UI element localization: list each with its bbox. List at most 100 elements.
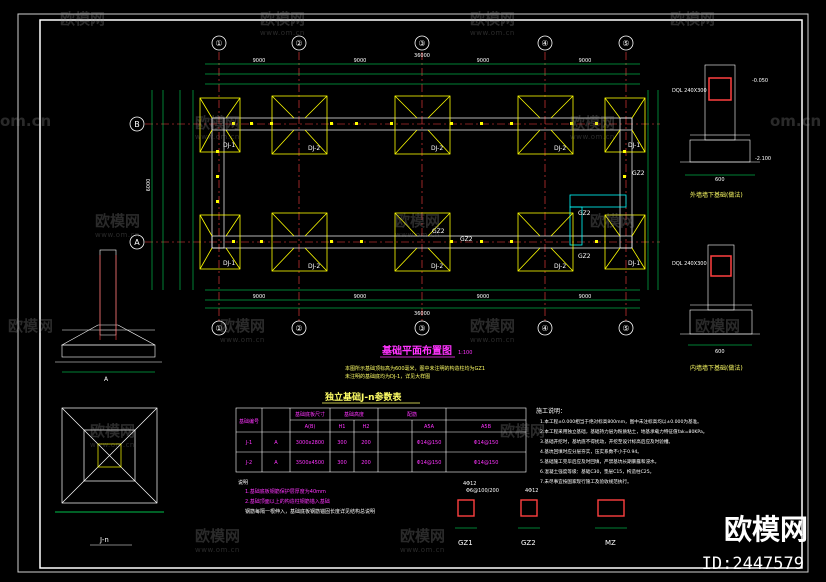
footing-label: DJ-2 [431, 145, 443, 152]
axis-label-1-bottom: ① [215, 324, 222, 333]
mz-label: MZ [605, 539, 616, 547]
width-2: 600 [715, 349, 725, 355]
inner-border [39, 19, 803, 569]
footing-section-detail [55, 249, 162, 373]
footing-label: DJ-1 [223, 142, 235, 149]
gz2-label: GZ2 [521, 539, 536, 547]
top-dim-total: 36000 [414, 53, 430, 59]
table-row-a: Φ14@150 [417, 460, 442, 466]
axis-label-2-bottom: ② [295, 324, 302, 333]
wall-detail-interior [680, 244, 760, 346]
top-dim-1: 9000 [253, 58, 266, 64]
image-id: ID:2447579 [701, 554, 804, 574]
th-id: 基础编号 [239, 418, 259, 425]
note-line: 7.未尽事宜按国家现行施工及验收规范执行。 [540, 478, 632, 485]
axis-label-1: ① [215, 39, 222, 48]
table-row-size: 3000x2800 [296, 440, 324, 446]
th-rebar: 配筋 [407, 411, 417, 418]
axis-label-3-bottom: ③ [418, 324, 425, 333]
table-row-a: Φ14@150 [417, 440, 442, 446]
width-1: 600 [715, 177, 725, 183]
footing-plan-jn [55, 407, 164, 513]
th-a5a: A5A [424, 424, 435, 430]
th-sub-h2: H2 [363, 424, 370, 430]
footing-label: DJ-2 [554, 145, 566, 152]
table-note-head: 说明 [238, 479, 248, 486]
beam-label-2: DQL 240X300 [672, 261, 707, 267]
bottom-dim-4: 9000 [579, 294, 592, 300]
table-row-h1: 300 [337, 460, 347, 466]
gz1-bars: 4Φ12 [463, 481, 476, 487]
plan-scale: 1:100 [458, 350, 472, 356]
table-note-3: 钢筋每隔一根伸入，基础底板钢筋锚固长度详见结构总说明 [245, 508, 375, 515]
table-row-h2: 200 [361, 460, 371, 466]
column-tag: GZ2 [432, 228, 445, 235]
table-row-b: Φ14@150 [474, 440, 499, 446]
note-line: 2.本工程采用独立基础，基础持力层为粉质粘土，地基承载力特征值fak=80KPa… [540, 428, 707, 435]
axis-label-4-bottom: ④ [541, 324, 548, 333]
table-row-h1: 300 [337, 440, 347, 446]
table-row-type: A [274, 460, 278, 466]
bottom-dim-total: 36000 [414, 311, 430, 317]
footing-label: DJ-2 [308, 263, 320, 270]
top-dim-2: 9000 [354, 58, 367, 64]
column-tag: GZ2 [578, 253, 591, 260]
axis-label-4: ④ [541, 39, 548, 48]
table-row-type: A [274, 440, 278, 446]
note-line: 1.本工程±0.000相当于绝对标高800mm，图中未注标高均以±0.000为基… [540, 418, 702, 425]
gz2-bars: 4Φ12 [525, 488, 538, 494]
table-note-1: 1.基础底板钢筋保护层厚度为40mm [245, 488, 326, 495]
table-row-size: 3500x4500 [296, 460, 324, 466]
side-dim-total: 6000 [146, 179, 152, 192]
parameter-table: 独立基础J-n参数表 基础编号 基础底板尺寸 基础高度 配筋 A5A A5B A… [235, 391, 527, 515]
axis-label-3: ③ [418, 39, 425, 48]
plan-note-2: 未注明的基础底均为DJ-1，详见大样图 [345, 373, 430, 380]
section-a-label: A [104, 376, 109, 383]
bottom-dim-3: 9000 [477, 294, 490, 300]
table-row-id: J-1 [245, 440, 252, 446]
note-line: 3.基础开挖时，基坑底不得扰动，开挖至设计标高后应及时验槽。 [540, 438, 673, 445]
elev-bottom: -2.100 [755, 156, 771, 162]
th-size: 基础底板尺寸 [295, 411, 325, 418]
axis-label-a: A [134, 238, 140, 247]
footing-label: DJ-1 [223, 260, 235, 267]
axis-label-2: ② [295, 39, 302, 48]
footing-label: DJ-1 [628, 260, 640, 267]
footing-label: DJ-2 [308, 145, 320, 152]
column-tag: GZ2 [460, 236, 473, 243]
wall-detail-1-title: 外墙墙下基础(做法) [690, 191, 743, 199]
footing-label: DJ-1 [628, 142, 640, 149]
table-row-h2: 200 [361, 440, 371, 446]
note-line: 6.混凝土强度等级：基础C30，垫层C15，构造柱C25。 [540, 468, 654, 475]
gz1-label: GZ1 [458, 539, 473, 547]
footings [199, 95, 646, 272]
axis-label-b: B [134, 120, 140, 129]
axis-label-5-bottom: ⑤ [622, 324, 629, 333]
column-tag: GZ2 [578, 210, 591, 217]
wall-detail-2-title: 内墙墙下基础(做法) [690, 364, 743, 372]
general-notes: 施工说明： 1.本工程±0.000相当于绝对标高800mm，图中未注标高均以±0… [536, 407, 707, 485]
wall-detail-exterior [680, 64, 760, 176]
column-tag: GZ2 [632, 170, 645, 177]
bottom-dim-2: 9000 [354, 294, 367, 300]
th-sub-h1: H1 [339, 424, 346, 430]
note-line: 5.基础施工完毕后应及时回填，严禁基坑长期暴露和浸水。 [540, 458, 659, 465]
bottom-dim-1: 9000 [253, 294, 266, 300]
table-row-b: Φ14@150 [474, 460, 499, 466]
gz1-tie: Φ6@100/200 [466, 488, 499, 494]
brand-logo: 欧模网 [723, 513, 808, 546]
axis-label-5: ⑤ [622, 39, 629, 48]
outer-border [17, 13, 809, 573]
plan-title: 基础平面布置图 [381, 344, 452, 357]
th-a5b: A5B [481, 424, 492, 430]
top-dim-3: 9000 [477, 58, 490, 64]
top-dim-4: 9000 [579, 58, 592, 64]
column-details: 4Φ12 Φ6@100/200 4Φ12 GZ1 GZ2 MZ [455, 481, 627, 547]
table-title: 独立基础J-n参数表 [324, 391, 402, 403]
th-sub-ab: A(B) [305, 424, 316, 430]
table-note-2: 2.基础顶面以上的构造柱钢筋锚入基础 [245, 498, 330, 505]
footing-label: DJ-2 [554, 263, 566, 270]
beam-label-1: DQL 240X300 [672, 88, 707, 94]
plan-note-1: 本图所示基础顶标高为600毫米，图中未注明的构造柱均为GZ1 [345, 365, 485, 372]
